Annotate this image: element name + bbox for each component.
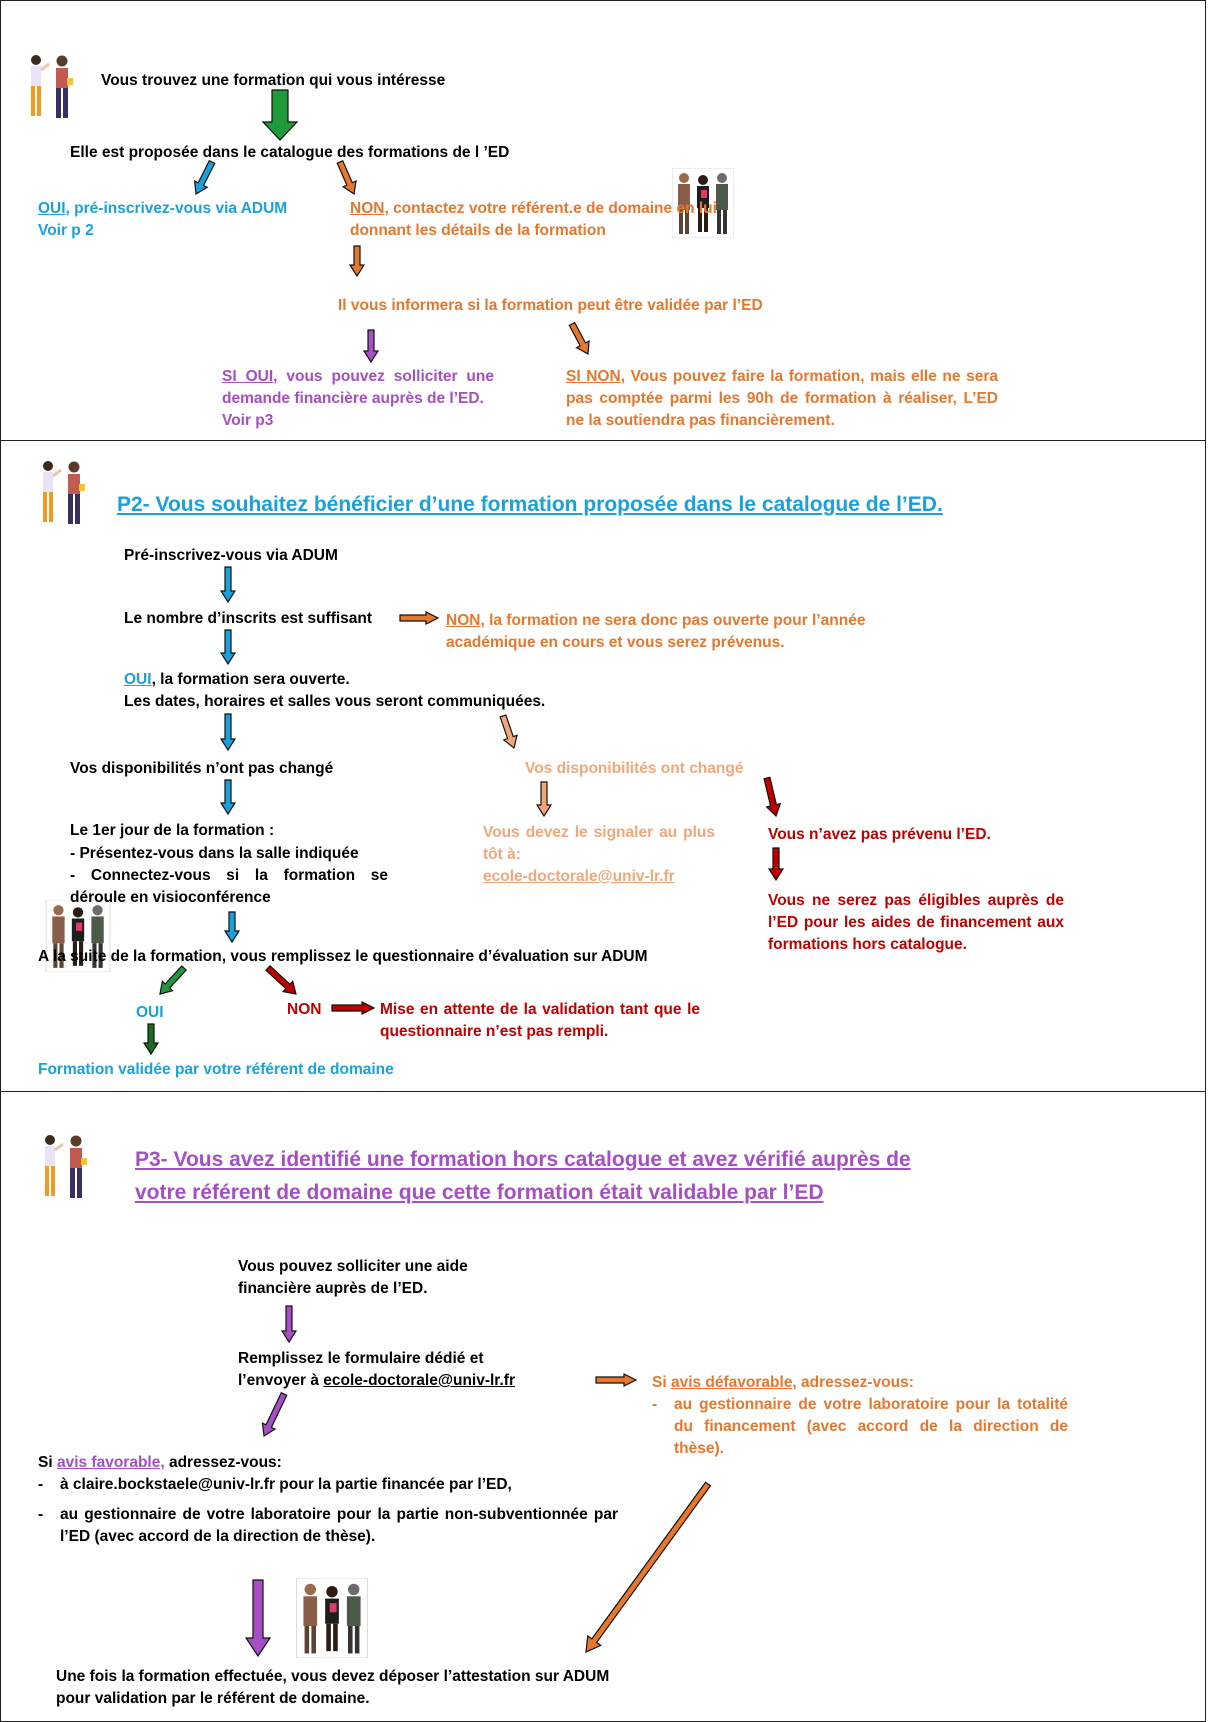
p3-title-line1: P3- Vous avez identifié une formation ho… [135,1148,911,1171]
p2-not-warned: Vous n’avez pas prévenu l’ED. [768,826,991,843]
p1-sinon-label: SI NON [566,368,621,385]
p2-nombre: Le nombre d’inscrits est suffisant [124,610,373,627]
p3-fav-item-1: à claire.bockstaele@univ-lr.fr pour la p… [38,1474,618,1496]
p1-oui-ref: Voir p 2 [38,222,94,239]
p2-dates: Les dates, horaires et salles vous seron… [124,693,546,710]
group-illustration [671,167,735,243]
p1-non-text2: donnant les détails de la formation [350,222,606,239]
p3-form-email: ecole-doctorale@univ-lr.fr [323,1372,515,1389]
p1-sioui-text: , vous pouvez solliciter une demande fin… [222,368,494,407]
p2-signal: Vous devez le signaler au plus tôt à: [483,824,715,863]
group-illustration [294,1577,370,1663]
p3-defav: Si avis défavorable, adressez-vous: [652,1374,914,1391]
p2-non-text: , la formation ne sera donc pas ouverte … [480,612,866,629]
two-people-illustration [38,1132,92,1207]
p3-form-line1: Remplissez le formulaire dédié et [238,1350,484,1367]
p2-preinscription: Pré-inscrivez-vous via ADUM [124,547,338,564]
p1-non-label: NON [350,200,385,217]
p3-form-line2: l’envoyer à ecole-doctorale@univ-lr.fr [238,1372,515,1389]
p1-oui-label: OUI [38,200,66,217]
p1-si-oui: SI OUI, vous pouvez solliciter une deman… [222,366,494,410]
p3-defav-label: avis défavorable, [670,1374,797,1391]
two-people-illustration [24,52,78,127]
p3-fav-item-2: au gestionnaire de votre laboratoire pou… [38,1504,618,1548]
p2-validated: Formation validée par votre référent de … [38,1061,394,1078]
p3-defav-list: au gestionnaire de votre laboratoire pou… [652,1394,1068,1460]
p2-eval-oui: OUI [136,1004,164,1021]
p1-oui-text: , pré-inscrivez-vous via ADUM [65,200,288,217]
p2-non-text2: académique en cours et vous serez préven… [446,634,785,651]
p2-not-eligible: Vous ne serez pas éligibles auprès de l’… [768,892,1064,953]
p3-fav-list: à claire.bockstaele@univ-lr.fr pour la p… [38,1474,618,1548]
p1-info: Il vous informera si la formation peut ê… [338,297,763,314]
p2-oui-text: , la formation sera ouverte. [151,671,350,688]
p3-defav-item: au gestionnaire de votre laboratoire pou… [652,1394,1068,1460]
p2-first-day-list: - Présentez-vous dans la salle indiquée … [70,843,388,909]
p2-oui-label: OUI [124,671,152,688]
p1-si-non: SI NON, Vous pouvez faire la formation, … [566,366,998,432]
p1-non: NON, contactez votre référent.e de domai… [350,198,717,220]
p3-title-line2: votre référent de domaine que cette form… [135,1181,824,1204]
p2-first-day: Le 1er jour de la formation : [70,822,275,839]
p1-start: Vous trouvez une formation qui vous inté… [101,72,446,89]
group-illustration [44,899,112,977]
p2-eval-non-text: Mise en attente de la validation tant qu… [380,1001,700,1040]
p1-sioui-ref: Voir p3 [222,412,274,429]
p1-non-text: , contactez votre référent.e de domaine … [384,200,717,217]
p2-title: P2- Vous souhaitez bénéficier d’une form… [117,493,943,516]
two-people-illustration [36,458,90,533]
p3-solliciter: Vous pouvez solliciter une aide financiè… [238,1258,468,1297]
p3-fav-label: avis favorable, [56,1454,165,1471]
panel-page-2 [0,440,1206,1092]
p2-dispo-same: Vos disponibilités n’ont pas changé [70,760,334,777]
p1-sinon-text: , Vous pouvez faire la formation, mais e… [566,368,998,429]
p2-signal-email: ecole-doctorale@univ-lr.fr [483,868,675,885]
p2-after: A la suite de la formation, vous remplis… [38,948,648,965]
p2-dispo-changed: Vos disponibilités ont changé [525,760,744,777]
p2-first-day-item-1: - Présentez-vous dans la salle indiquée [70,845,359,862]
p1-question: Elle est proposée dans le catalogue des … [70,144,510,161]
panel-page-1 [0,0,1206,441]
p2-first-day-item-2: - Connectez-vous si la formation se déro… [70,867,388,906]
p1-oui: OUI, pré-inscrivez-vous via ADUM [38,198,287,220]
p3-final: Une fois la formation effectuée, vous de… [56,1668,610,1707]
p2-oui: OUI, la formation sera ouverte. [124,669,350,691]
p1-sioui-label: SI OUI [222,368,274,385]
p2-eval-non: NON [287,1001,322,1018]
p2-non-label: NON [446,612,481,629]
p3-fav: Si avis favorable, adressez-vous: [38,1454,282,1471]
p2-non: NON, la formation ne sera donc pas ouver… [446,610,865,632]
